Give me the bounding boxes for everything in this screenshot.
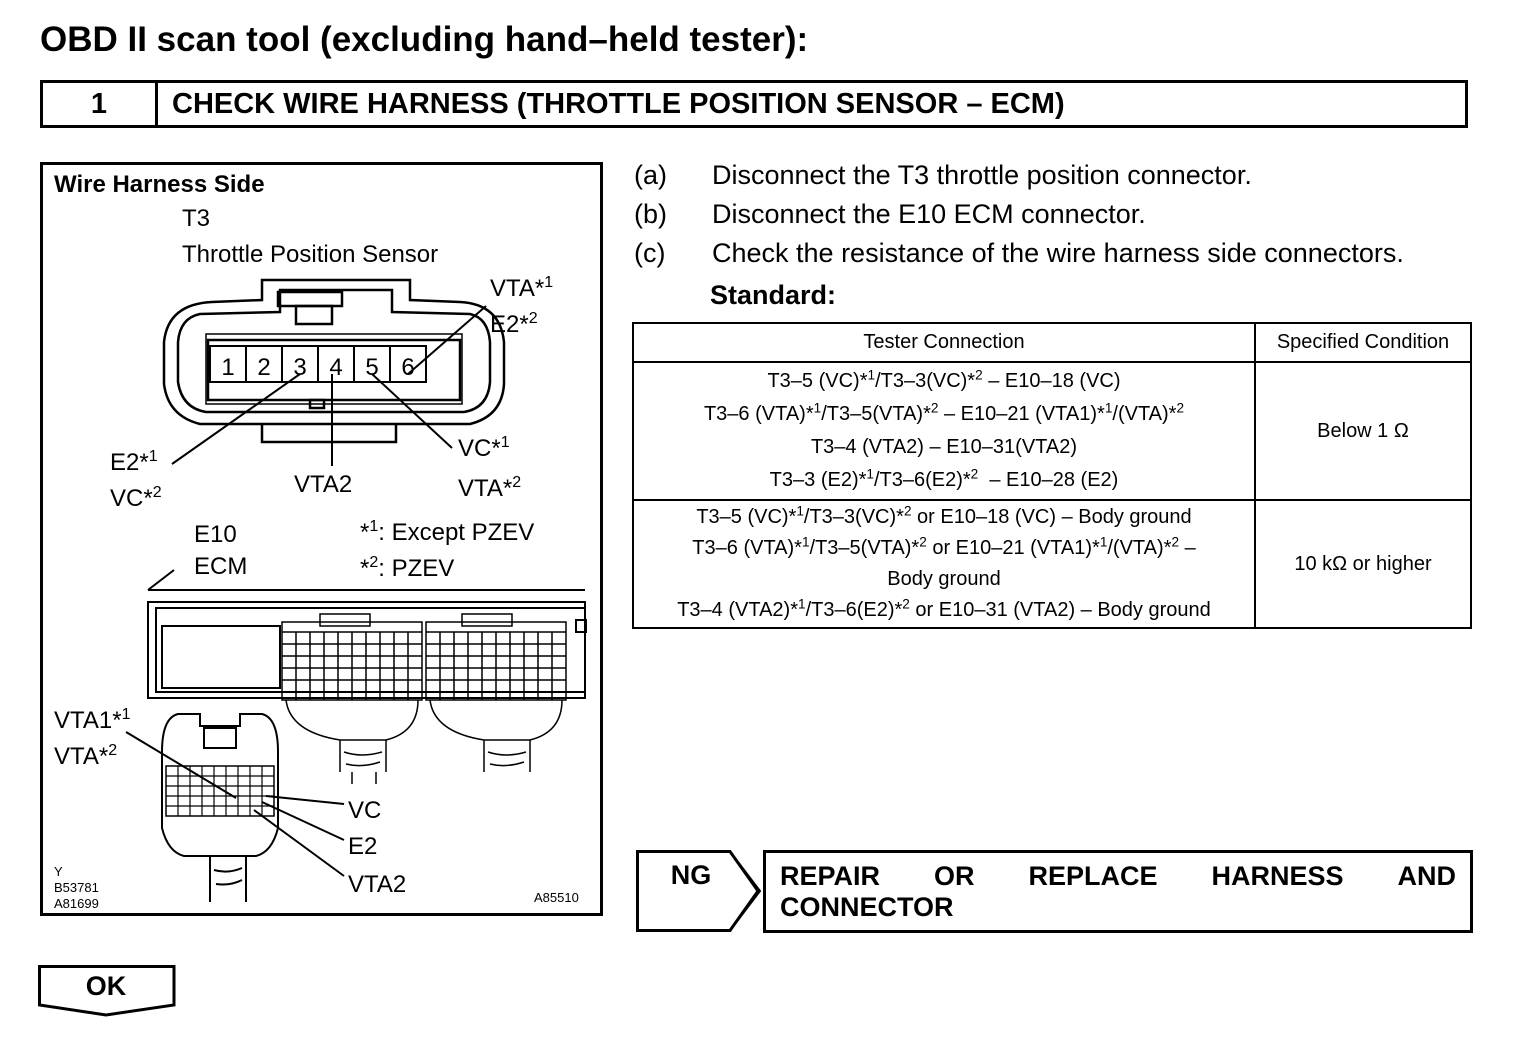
label-e2-2: E2*2 bbox=[490, 310, 538, 338]
spec-table: Tester Connection Specified Condition T3… bbox=[632, 322, 1472, 629]
tester-connection-cell: T3–5 (VC)*1/T3–3(VC)*2 or E10–18 (VC) – … bbox=[632, 499, 1256, 629]
ecm-harness-connector bbox=[161, 713, 279, 902]
ng-word: AND bbox=[1397, 861, 1457, 891]
ecm-label-vc: VC bbox=[348, 797, 381, 824]
label-vta2: VTA2 bbox=[294, 471, 352, 498]
ng-tag: NG bbox=[636, 850, 762, 932]
header-specified-condition: Specified Condition bbox=[1254, 322, 1472, 363]
ecm-connector-2 bbox=[425, 613, 567, 772]
specified-condition-cell: Below 1 Ω bbox=[1254, 361, 1472, 501]
ecm-label-vta: VTA*2 bbox=[54, 742, 117, 770]
ecm-label-vta2: VTA2 bbox=[348, 871, 406, 898]
label-vc-2: VC*2 bbox=[110, 484, 162, 512]
instruction-letter: (a) bbox=[634, 160, 667, 190]
connection-line: T3–5 (VC)*1/T3–3(VC)*2 or E10–18 (VC) – … bbox=[696, 503, 1192, 528]
ng-arrow-shape bbox=[636, 850, 762, 932]
ecm-label-vta1: VTA1*1 bbox=[54, 706, 131, 734]
ok-arrow-shape bbox=[38, 965, 176, 1017]
ecm-body bbox=[147, 569, 587, 699]
header-tester-connection: Tester Connection bbox=[632, 322, 1256, 363]
standard-label: Standard: bbox=[710, 280, 837, 310]
t3-pin-cells bbox=[209, 345, 427, 383]
ng-action-box: REPAIR OR REPLACE HARNESS AND CONNECTOR bbox=[763, 850, 1473, 933]
table-row: T3–5 (VC)*1/T3–3(VC)*2 or E10–18 (VC) – … bbox=[632, 499, 1472, 629]
tester-connection-cell: T3–5 (VC)*1/T3–3(VC)*2 – E10–18 (VC) T3–… bbox=[632, 361, 1256, 501]
t3-leader-lines bbox=[171, 305, 487, 466]
pin-3: 3 bbox=[293, 354, 306, 381]
wire-harness-figure: Wire Harness Side T3 Throttle Position S… bbox=[40, 162, 603, 916]
connection-line: T3–3 (E2)*1/T3–6(E2)*2 – E10–28 (E2) bbox=[769, 466, 1119, 491]
t3-code: T3 bbox=[182, 205, 210, 232]
e10-name: ECM bbox=[194, 553, 247, 580]
connection-line: T3–6 (VTA)*1/T3–5(VTA)*2 – E10–21 (VTA1)… bbox=[703, 400, 1185, 425]
step-header: 1 CHECK WIRE HARNESS (THROTTLE POSITION … bbox=[40, 80, 1468, 128]
e10-code: E10 bbox=[194, 521, 237, 548]
table-header-row: Tester Connection Specified Condition bbox=[632, 322, 1472, 363]
connection-line: T3–4 (VTA2)*1/T3–6(E2)*2 or E10–31 (VTA2… bbox=[677, 596, 1211, 621]
label-vta-1: VTA*1 bbox=[490, 274, 553, 302]
pin-2: 2 bbox=[257, 354, 270, 381]
figure-code-a1: A81699 bbox=[54, 896, 99, 911]
ecm-leader-lines bbox=[125, 731, 345, 877]
table-row: T3–5 (VC)*1/T3–3(VC)*2 – E10–18 (VC) T3–… bbox=[632, 361, 1472, 501]
instruction-letter: (c) bbox=[634, 238, 666, 268]
label-vta-2: VTA*2 bbox=[458, 474, 521, 502]
pin-5: 5 bbox=[365, 354, 378, 381]
t3-connector bbox=[162, 278, 506, 444]
instruction-text: Check the resistance of the wire harness… bbox=[712, 238, 1404, 268]
ng-action-line2: CONNECTOR bbox=[780, 892, 954, 922]
label-e2-1: E2*1 bbox=[110, 448, 158, 476]
instruction-text: Disconnect the E10 ECM connector. bbox=[712, 199, 1146, 229]
instruction-text: Disconnect the T3 throttle position conn… bbox=[712, 160, 1252, 190]
figure-border bbox=[40, 162, 603, 916]
figure-code-a2: A85510 bbox=[534, 890, 579, 905]
connection-line: T3–6 (VTA)*1/T3–5(VTA)*2 or E10–21 (VTA1… bbox=[692, 534, 1196, 559]
figure-code-y: Y bbox=[54, 864, 63, 879]
note-except-pzev: *1: Except PZEV bbox=[360, 518, 534, 546]
ng-label: NG bbox=[670, 860, 712, 890]
page-heading: OBD II scan tool (excluding hand–held te… bbox=[40, 20, 809, 59]
ecm-label-e2: E2 bbox=[348, 833, 377, 860]
pin-1: 1 bbox=[221, 354, 234, 381]
ng-word: HARNESS bbox=[1211, 861, 1344, 891]
ok-tag: OK bbox=[38, 965, 178, 1017]
label-vc-1: VC*1 bbox=[458, 434, 510, 462]
pin-6: 6 bbox=[401, 354, 414, 381]
ng-word: REPLACE bbox=[1028, 861, 1158, 891]
step-number: 1 bbox=[43, 83, 158, 125]
connection-line: T3–5 (VC)*1/T3–3(VC)*2 – E10–18 (VC) bbox=[767, 367, 1121, 392]
figure-title: Wire Harness Side bbox=[54, 171, 265, 198]
connection-line: Body ground bbox=[887, 568, 1001, 590]
t3-name: Throttle Position Sensor bbox=[182, 241, 438, 268]
ng-word: REPAIR bbox=[780, 861, 881, 891]
ok-label: OK bbox=[85, 971, 127, 1001]
connection-line: T3–4 (VTA2) – E10–31(VTA2) bbox=[810, 436, 1078, 458]
instruction-letter: (b) bbox=[634, 199, 667, 229]
step-title: CHECK WIRE HARNESS (THROTTLE POSITION SE… bbox=[172, 87, 1065, 120]
note-pzev: *2: PZEV bbox=[360, 554, 454, 582]
ng-word: OR bbox=[934, 861, 975, 891]
ng-action-line1: REPAIR OR REPLACE HARNESS AND bbox=[780, 861, 1456, 892]
ecm-connector-1 bbox=[281, 613, 423, 784]
figure-code-b: B53781 bbox=[54, 880, 99, 895]
specified-condition-cell: 10 kΩ or higher bbox=[1254, 499, 1472, 629]
